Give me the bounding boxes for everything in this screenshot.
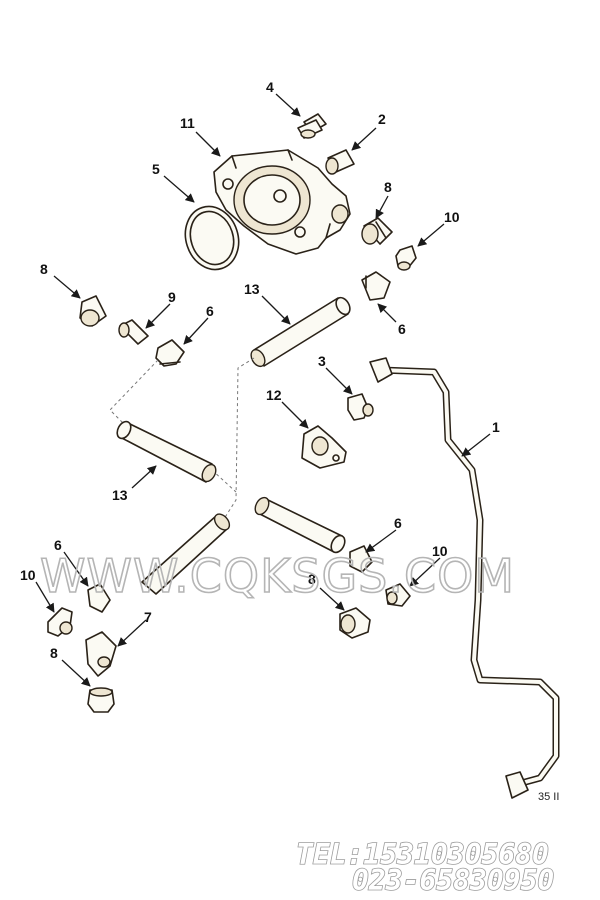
plug-part-8-lower-left <box>87 687 115 713</box>
callout-13: 13 <box>244 281 260 297</box>
plug-part-2 <box>325 149 355 175</box>
clamp-part-6-lower <box>87 583 111 613</box>
callout-3: 3 <box>318 353 326 369</box>
callout-11: 11 <box>180 115 195 131</box>
plug-part-8-lower-center <box>339 607 371 639</box>
elbow-part-10-lower-left <box>47 607 73 637</box>
hose-lower-center <box>254 496 346 554</box>
hose-part-13-upper <box>250 296 351 368</box>
callout-8: 8 <box>384 179 392 195</box>
callout-5: 5 <box>152 161 160 177</box>
fitting-part-8-left <box>79 295 107 327</box>
callout-7: 7 <box>144 609 152 625</box>
callout-4: 4 <box>266 79 274 95</box>
connector-part-9 <box>118 319 149 345</box>
elbow-part-10-upper <box>395 245 417 271</box>
callout-6: 6 <box>394 515 402 531</box>
callout-6: 6 <box>54 537 62 553</box>
callout-12: 12 <box>266 387 282 403</box>
callout-10: 10 <box>20 567 36 583</box>
callout-1: 1 <box>492 419 500 435</box>
callout-numbers: 4 2 11 5 8 10 8 9 6 13 6 3 12 1 13 6 6 1… <box>20 79 500 661</box>
elbow-part-3 <box>347 393 374 421</box>
callout-13: 13 <box>112 487 128 503</box>
hose-lower-left <box>141 513 231 595</box>
callout-6: 6 <box>398 321 406 337</box>
bolt-part-4 <box>297 113 327 139</box>
callout-2: 2 <box>378 111 386 127</box>
drawing-code: 35 II <box>538 791 559 803</box>
fitting-part-7 <box>85 631 117 677</box>
fitting-part-8-upper <box>361 217 393 245</box>
callout-6: 6 <box>206 303 214 319</box>
callout-8: 8 <box>308 571 316 587</box>
fitting-part-10-lower-right <box>385 583 411 607</box>
clamp-part-6-left <box>155 339 185 367</box>
bracket-part-12 <box>301 425 347 469</box>
o-ring-part-5 <box>184 205 240 271</box>
leader-lines <box>35 93 491 687</box>
callout-9: 9 <box>168 289 176 305</box>
housing-part-11 <box>213 149 351 255</box>
callout-10: 10 <box>444 209 460 225</box>
contact-phone: 023-65830950 <box>352 864 554 897</box>
assembly-lines <box>109 357 255 523</box>
callout-8: 8 <box>50 645 58 661</box>
hose-part-13-lower <box>116 420 217 483</box>
callout-8: 8 <box>40 261 48 277</box>
callout-10: 10 <box>432 543 448 559</box>
clamp-part-6-right <box>361 271 391 301</box>
watermark: WWW.CQKSGS.COM <box>40 549 515 603</box>
tube-part-1 <box>369 357 560 799</box>
contact-tel: TEL:15310305680 <box>296 838 549 871</box>
